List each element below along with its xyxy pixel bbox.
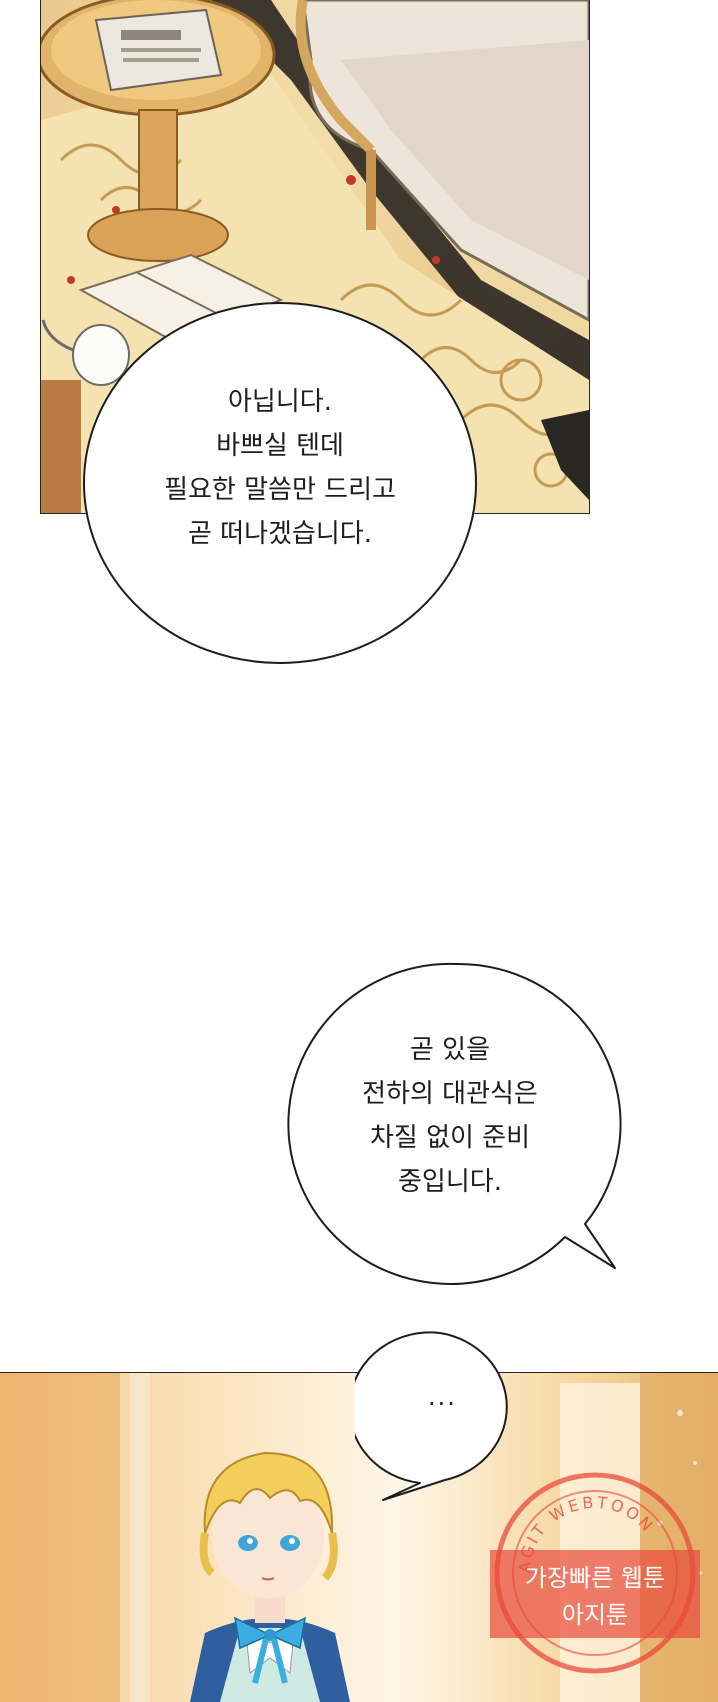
bubble-2-line-4: 중입니다. — [398, 1167, 502, 1197]
bubble-1-line-1: 아닙니다. — [228, 387, 332, 417]
bubble-2-line-2: 전하의 대관식은 — [362, 1079, 538, 1109]
watermark-line-2: 아지툰 — [562, 1601, 628, 1629]
speech-bubble-2-text: 곧 있을 전하의 대관식은 차질 없이 준비 중입니다. — [305, 1028, 595, 1204]
watermark-line-1: 가장빠른 웹툰 — [525, 1564, 665, 1592]
watermark-stamp: AGIT WEBTOON 가장빠른 웹툰 아지툰 — [490, 1472, 700, 1674]
character-illustration — [0, 1373, 718, 1702]
speech-bubble-1-shape — [83, 302, 477, 664]
agit-webtoon-watermark: AGIT WEBTOON 가장빠른 웹툰 아지툰 — [490, 1468, 700, 1678]
speech-bubble-1-text: 아닙니다. 바쁘실 텐데 필요한 말씀만 드리고 곧 떠나겠습니다. — [100, 380, 460, 556]
speech-bubble-3-text: ... — [428, 1383, 457, 1411]
bubble-2-line-1: 곧 있을 — [409, 1035, 491, 1065]
bubble-1-line-2: 바쁘실 텐데 — [216, 431, 344, 461]
speech-bubble-2-shape — [287, 962, 622, 1285]
bubble-1-line-3: 필요한 말씀만 드리고 — [164, 475, 396, 505]
bubble-1-line-4: 곧 떠나겠습니다. — [188, 519, 372, 549]
bubble-2-line-3: 차질 없이 준비 — [369, 1123, 531, 1153]
speech-bubble-3-shape — [355, 1331, 508, 1501]
panel-room-interior — [40, 0, 590, 514]
